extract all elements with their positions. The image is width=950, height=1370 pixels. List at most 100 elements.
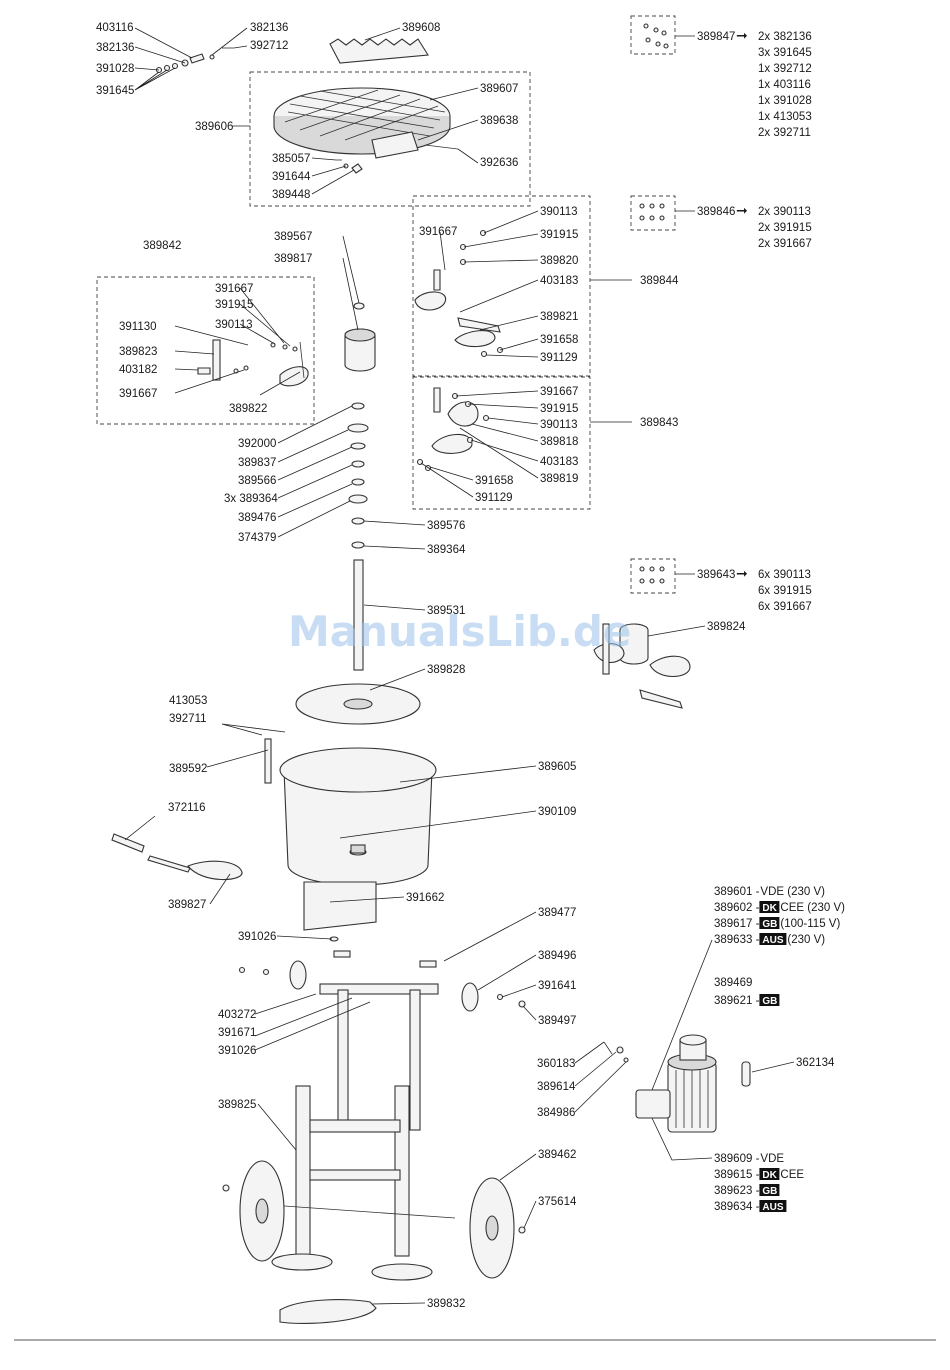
coupling-389817 (344, 302, 376, 372)
motor-gb-variant-list: 389621 - GB (714, 994, 780, 1007)
label-391028: 391028 (96, 63, 134, 75)
label-390113-c: 390113 (540, 419, 578, 431)
label-389843: 389843 (640, 417, 678, 429)
label-389496: 389496 (538, 950, 576, 962)
label-382136: 382136 (96, 42, 134, 54)
switch-box (635, 1089, 671, 1119)
variant-code: 389609 - (714, 1153, 760, 1165)
label-389824: 389824 (707, 621, 746, 633)
label-403272: 403272 (218, 1009, 256, 1021)
variant-code: 389633 - (714, 934, 760, 946)
label-403182: 403182 (119, 364, 157, 376)
country-badge (759, 1200, 787, 1212)
leader-lines (124, 27, 795, 1305)
label-391658-b: 391658 (475, 475, 513, 487)
country-badge-text: GB (762, 996, 777, 1007)
mixer-arm-389843 (416, 387, 490, 472)
disc-389828 (295, 683, 421, 725)
variant-spec: CEE (230 V) (780, 902, 845, 914)
label-403183-b: 403183 (540, 456, 578, 468)
kit-389847-item: 2x 382136 (758, 31, 812, 43)
kit-389643-item: 6x 391915 (758, 585, 812, 597)
kit-389847-arrow: ➞ (736, 27, 748, 43)
label-391658-a: 391658 (540, 334, 578, 346)
country-badge (759, 1184, 780, 1196)
country-badge-text: GB (762, 919, 777, 930)
kit-389643-arrow: ➞ (736, 565, 748, 581)
motor-variant-list: 389601 - VDE (230 V)389602 - DK CEE (230… (714, 886, 845, 946)
variant-code: 389617 - (714, 918, 760, 930)
box-389846-kit (630, 195, 676, 231)
country-badge-text: DK (762, 903, 777, 914)
kit-389847-item: 1x 413053 (758, 111, 812, 123)
chute-391662 (303, 881, 377, 931)
label-413053: 413053 (169, 695, 207, 707)
footrest-389832 (279, 1299, 377, 1324)
label-390113-a: 390113 (215, 319, 253, 331)
country-badge-text: GB (762, 1186, 777, 1197)
label-391129-b: 391129 (475, 492, 513, 504)
kit-389847-item: 2x 392711 (758, 127, 811, 139)
variant-spec: (100-115 V) (780, 918, 840, 930)
label-389605: 389605 (538, 761, 576, 773)
label-391667-c: 391667 (419, 226, 457, 238)
variant-code: 389621 - (714, 995, 760, 1007)
wheel-389462 (469, 1177, 515, 1279)
variant-code: 389602 - (714, 902, 760, 914)
label-391026-b: 391026 (218, 1045, 256, 1057)
kit-389847-item: 1x 391028 (758, 95, 812, 107)
mixer-arm-assembly-389824 (593, 623, 691, 709)
label-391130: 391130 (119, 321, 157, 333)
kit-389846: 389846 ➞ 2x 390113 2x 391915 2x 391667 (697, 202, 812, 250)
label-389614: 389614 (537, 1081, 576, 1093)
label-389566: 389566 (238, 475, 276, 487)
variant-spec: CEE (780, 1169, 804, 1181)
label-372116: 372116 (168, 802, 206, 814)
lid-small-parts (336, 159, 363, 174)
kit-389846-item: 2x 391667 (758, 238, 812, 250)
pin-392636 (424, 144, 459, 150)
variant-code: 389615 - (714, 1169, 760, 1181)
label-391667-a: 391667 (215, 283, 253, 295)
lid-hinge-389638 (371, 131, 419, 159)
kit-389643: 389643 ➞ 6x 390113 6x 391915 6x 391667 (697, 565, 812, 613)
variant-spec: VDE (230 V) (760, 886, 825, 898)
watermark: ManualsLib.de (288, 607, 631, 656)
label-389837: 389837 (238, 457, 276, 469)
label-389827: 389827 (168, 899, 206, 911)
label-384986: 384986 (537, 1107, 575, 1119)
box-389847-kit (630, 15, 676, 55)
label-389832: 389832 (427, 1298, 465, 1310)
box-389643-kit (630, 558, 676, 594)
screws-top-left (155, 47, 234, 74)
label-389844: 389844 (640, 275, 679, 287)
label-389821: 389821 (540, 311, 578, 323)
kit-389643-item: 6x 391667 (758, 601, 812, 613)
kit-389847-item: 1x 403116 (758, 79, 811, 91)
label-382136-b: 382136 (250, 22, 288, 34)
kit-389847-item: 1x 392712 (758, 63, 812, 75)
label-389823: 389823 (119, 346, 157, 358)
part-362134 (741, 1061, 751, 1087)
variant-code: 389601 - (714, 886, 760, 898)
label-389448: 389448 (272, 189, 310, 201)
shovel-389827 (111, 833, 243, 881)
kit-dots (639, 23, 669, 584)
label-390109: 390109 (538, 806, 576, 818)
label-374379: 374379 (238, 532, 276, 544)
kit-389643-code: 389643 (697, 569, 735, 581)
variant-spec: VDE (760, 1153, 784, 1165)
label-392711: 392711 (169, 713, 207, 725)
label-389638: 389638 (480, 115, 518, 127)
label-389476: 389476 (238, 512, 276, 524)
country-badge (759, 1168, 780, 1180)
country-badge (759, 994, 780, 1006)
grid-lid-389607 (273, 87, 451, 155)
blade-389608 (329, 38, 429, 64)
label-389607: 389607 (480, 83, 518, 95)
country-badge-text: AUS (762, 935, 783, 946)
box-389844-mixer-arm (412, 195, 591, 377)
label-385057: 385057 (272, 153, 310, 165)
